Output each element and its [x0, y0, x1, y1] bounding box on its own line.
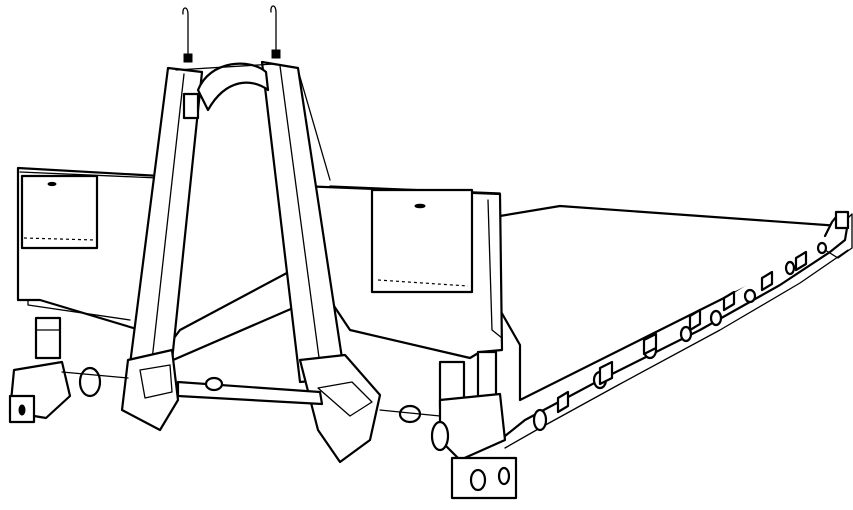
corner-posts: [8, 316, 518, 500]
front-lower-rail-left: [61, 371, 129, 379]
end-wall-left-base-line: [27, 299, 131, 321]
lifting-eye-left: [182, 7, 189, 63]
tie-down-ring-1: [78, 366, 102, 398]
tie-down-ring-2: [204, 376, 224, 392]
tie-down-ring-9: [709, 309, 723, 327]
a-frame-right-leg-edge: [279, 65, 323, 381]
stake-pocket-2: [598, 360, 614, 386]
a-frame-right-foot-detail: [317, 381, 373, 417]
a-frame-right-foot: [298, 353, 382, 464]
a-frame-right-leg-rib: [297, 69, 331, 181]
tie-down-ring-5: [532, 408, 548, 432]
right-corner-fitting-hole-2: [497, 466, 511, 486]
tie-down-ring-4: [430, 420, 450, 452]
lifting-eye-left-base: [183, 53, 193, 63]
lifting-eye-right: [270, 5, 277, 59]
tie-down-ring-10: [743, 288, 757, 304]
end-wall-left-placard: [20, 174, 99, 250]
end-wall-right-edge-post: [487, 199, 503, 339]
stake-pocket-5: [722, 290, 736, 312]
stake-pocket-3: [642, 332, 658, 356]
left-corner-post: [34, 316, 62, 360]
deck-surface: [498, 204, 842, 402]
a-frame-left-foot: [120, 348, 180, 432]
left-corner-fitting-hole: [18, 404, 26, 416]
end-wall-left-placard-slot: [47, 181, 57, 187]
lifting-eye-right-base: [271, 49, 281, 59]
a-frame-top-arch: [196, 62, 270, 112]
a-frame-left-leg-clamp: [182, 92, 200, 120]
stake-pocket-7: [794, 250, 808, 272]
tie-down-ring-8: [679, 325, 693, 343]
side-rail-lower-edge: [504, 249, 849, 449]
a-frame-left-leg-edge: [149, 73, 185, 379]
stake-pocket-1: [556, 390, 570, 414]
stake-pockets: [556, 250, 808, 414]
far-corner-fitting: [834, 210, 850, 230]
end-wall-right-placard-slot: [414, 203, 426, 209]
right-corner-casting: [438, 392, 507, 462]
stake-pocket-4: [688, 308, 702, 332]
a-frame-top-crossbar: [175, 63, 275, 71]
stake-pocket-6: [760, 270, 774, 292]
tie-down-ring-11: [784, 260, 796, 276]
a-frame-left-foot-detail: [139, 364, 173, 399]
tie-down-ring-12: [816, 241, 828, 255]
spreader-bar: [176, 380, 324, 406]
right-corner-fitting-hole-1: [469, 468, 487, 492]
front-lower-rail-right: [379, 409, 441, 417]
end-wall-right: [298, 184, 504, 360]
